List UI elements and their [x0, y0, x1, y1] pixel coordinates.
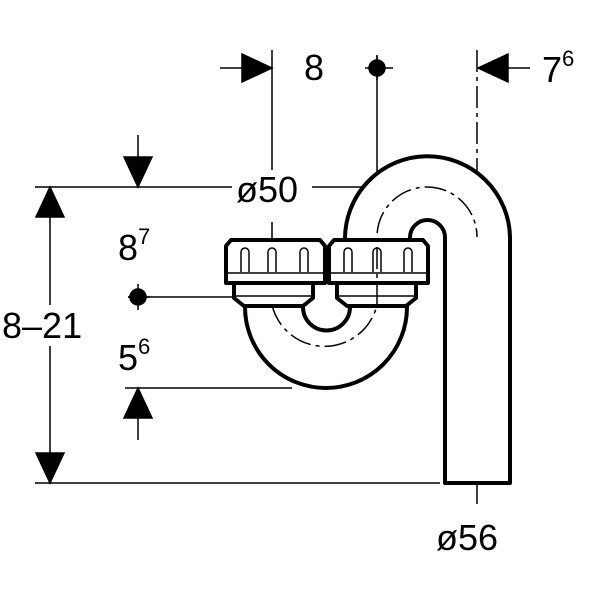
arrowhead — [241, 52, 274, 84]
pipe-centerline — [271, 186, 478, 348]
arrowhead — [476, 52, 509, 84]
dimension-label-inlet-height: 87 — [118, 224, 150, 268]
arrowhead — [34, 452, 66, 485]
center-dot — [368, 59, 386, 77]
dimension-label-right: 76 — [542, 46, 574, 90]
dimension-label-outlet-diameter: ø56 — [436, 517, 498, 558]
u-bend — [243, 298, 409, 390]
arrowhead — [122, 156, 154, 189]
dimension-label-height-range: 8–21 — [2, 305, 82, 346]
dimension-label-inlet-diameter: ø50 — [236, 169, 298, 210]
arrowhead — [122, 386, 154, 419]
nut-rib — [240, 247, 413, 272]
dimension-label-bottom: 56 — [118, 334, 150, 378]
dimension-label-offset: 8 — [304, 47, 324, 88]
arrowhead — [34, 185, 66, 218]
collar-left — [232, 281, 315, 308]
center-dot — [129, 288, 147, 306]
outlet-pipe — [342, 154, 512, 485]
